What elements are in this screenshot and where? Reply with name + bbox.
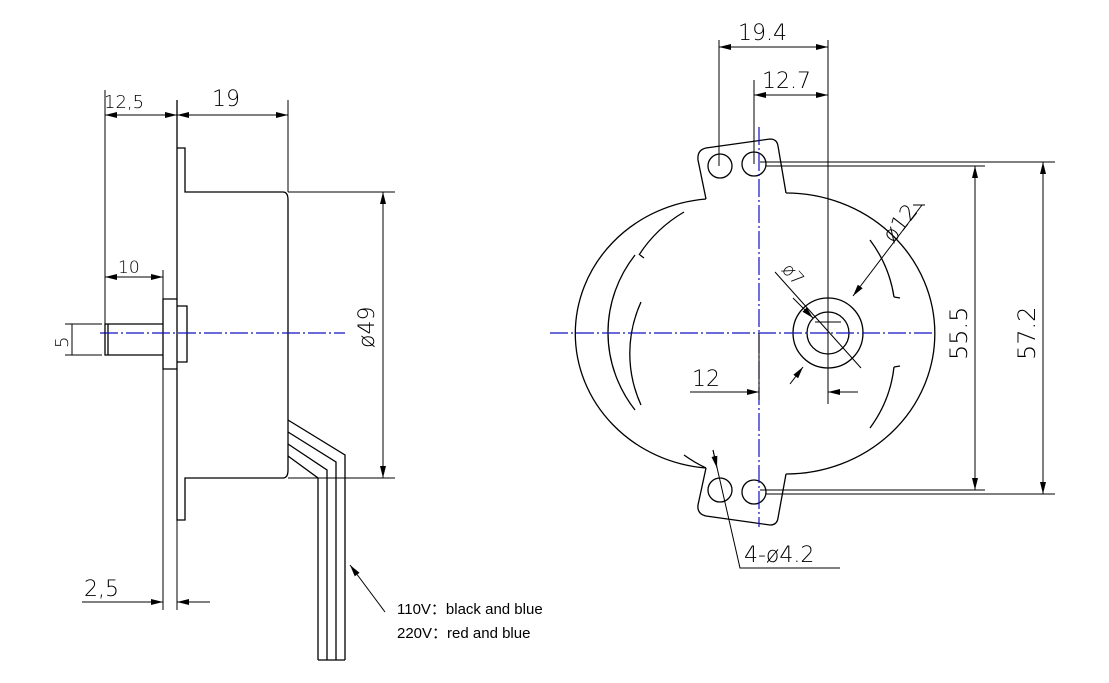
dim-hole-span: 19.4 [738,21,787,46]
mount-hole [707,477,733,503]
dim-hub-inner: ø7 [777,259,808,290]
dim-holes: 4-ø4.2 [744,543,814,568]
hub [162,298,188,370]
dim-shaft-dia: 5 [52,337,73,348]
dim-shaft-length: 10 [118,258,140,278]
dim-plate-thickness: 2,5 [84,577,119,602]
wire-note-220v: 220V：red and blue [397,625,530,642]
mounting-tab-top [697,138,787,200]
dim-hole-offset: 12.7 [762,69,811,94]
dim-shaft-offset: 12 [692,367,720,392]
mounting-tab-bottom [697,467,787,526]
mount-hole [741,479,767,505]
housing-outline [574,192,936,475]
housing-rim [607,211,901,469]
wires [287,419,346,661]
side-view: 12,5 19 10 5 ø49 2,5 110V：black and blue… [52,87,543,661]
mount-hole [707,153,733,179]
dim-body-dia: ø49 [355,307,380,348]
dim-body-depth: 19 [212,87,240,112]
shaft [104,323,163,356]
dim-overall-height: 57.2 [1013,307,1041,360]
dim-hub-outer: ø12 [878,200,923,248]
front-view: 19.4 12.7 ø12 ø7 12 55.5 57.2 4-ø4.2 [550,21,1055,569]
mounting-plate [176,100,289,521]
wire-note-110v: 110V：black and blue [397,601,543,618]
dim-hole-pitch: 55.5 [945,307,973,360]
dim-flange-offset: 12,5 [104,92,144,113]
